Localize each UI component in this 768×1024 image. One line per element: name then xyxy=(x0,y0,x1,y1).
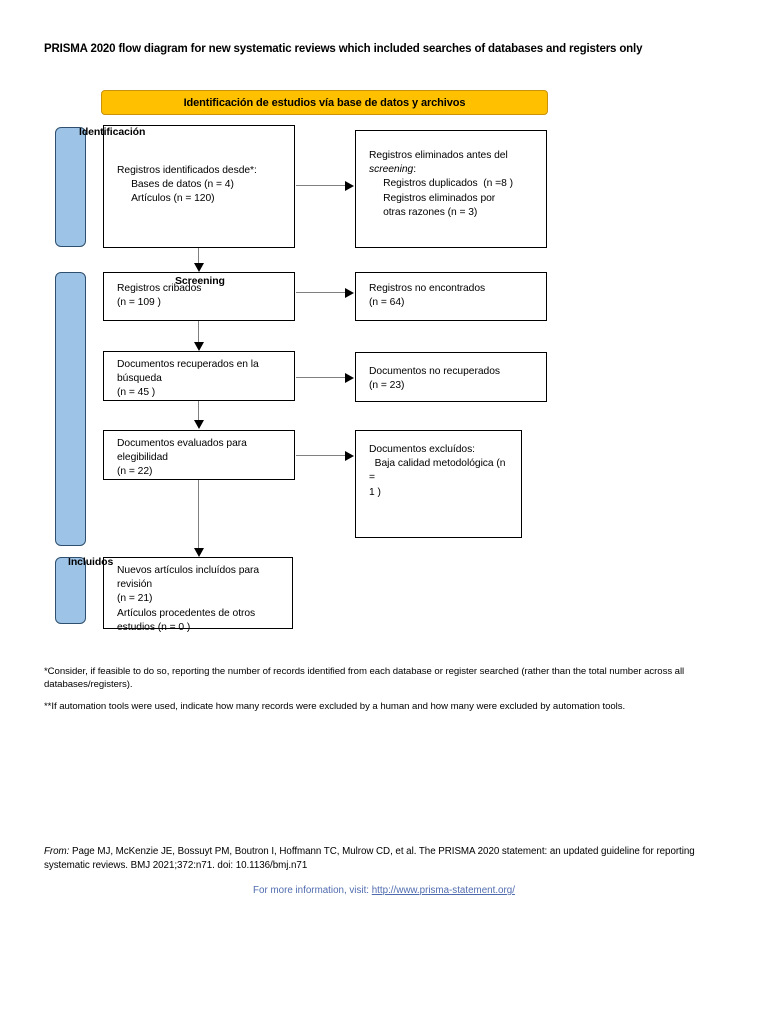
box-records-identified: Registros identificados desde*: Bases de… xyxy=(103,125,295,248)
arrowhead-eligible-to-excluded xyxy=(345,451,354,461)
box-documents-not-retrieved: Documentos no recuperados (n = 23) xyxy=(355,352,547,402)
removed-screening-italic: screening xyxy=(369,164,414,176)
connector-identified-to-screened xyxy=(198,248,200,265)
connector-screened-to-not-found xyxy=(296,292,346,294)
stage-bar-identification xyxy=(55,127,86,247)
box-documents-excluded-text: Documentos excluídos: Baja calidad metod… xyxy=(369,444,506,498)
removed-colon: : xyxy=(413,164,417,176)
box-records-screened-text: Registros cribados (n = 109 ) xyxy=(117,283,202,309)
arrowhead-eligible-to-included xyxy=(194,548,204,557)
connector-retrieved-to-not-retrieved xyxy=(296,377,346,379)
identification-banner: Identificación de estudios vía base de d… xyxy=(101,90,548,115)
citation-from-label: From: xyxy=(44,846,70,857)
box-new-studies-included: Nuevos artículos incluídos para revisión… xyxy=(103,557,293,633)
box-records-removed-text: Registros eliminados antes del screening:… xyxy=(369,149,537,220)
more-information-prefix: For more information, visit: xyxy=(253,885,372,896)
arrowhead-screened-to-retrieved xyxy=(194,342,204,351)
box-documents-assessed-eligibility: Documentos evaluados para elegibilidad (… xyxy=(103,430,295,480)
arrowhead-identified-to-screened xyxy=(194,263,204,272)
citation-text: Page MJ, McKenzie JE, Bossuyt PM, Boutro… xyxy=(44,846,695,871)
connector-screened-to-retrieved xyxy=(198,321,200,343)
arrowhead-screened-to-not-found xyxy=(345,288,354,298)
connector-retrieved-to-eligible xyxy=(198,401,200,422)
stage-bar-included xyxy=(55,557,86,624)
box-records-identified-text: Registros identificados desde*: Bases de… xyxy=(117,165,257,205)
footnote-double-asterisk: **If automation tools were used, indicat… xyxy=(44,701,626,712)
stage-label-identification: Identificación xyxy=(79,126,146,138)
arrowhead-identified-to-removed xyxy=(345,181,354,191)
box-records-removed-before-screening: Registros eliminados antes del screening:… xyxy=(355,130,547,248)
removed-line1: Registros eliminados antes del xyxy=(369,150,508,161)
citation: From: Page MJ, McKenzie JE, Bossuyt PM, … xyxy=(44,845,726,872)
page-title: PRISMA 2020 flow diagram for new systema… xyxy=(44,43,643,55)
box-records-screened: Registros cribados (n = 109 ) xyxy=(103,272,295,321)
footnote-single-asterisk: *Consider, if feasible to do so, reporti… xyxy=(44,666,685,691)
removed-rest: Registros duplicados (n =8 ) Registros e… xyxy=(383,178,513,218)
stage-label-screening: Screening xyxy=(175,275,225,287)
box-new-studies-included-text: Nuevos artículos incluídos para revisión… xyxy=(117,565,260,633)
arrowhead-retrieved-to-eligible xyxy=(194,420,204,429)
box-records-not-found-text: Registros no encontrados (n = 64) xyxy=(369,283,486,309)
prisma-statement-link[interactable]: http://www.prisma-statement.org/ xyxy=(371,885,515,896)
identification-banner-label: Identificación de estudios vía base de d… xyxy=(183,96,466,109)
box-documents-retrieved: Documentos recuperados en la búsqueda (n… xyxy=(103,351,295,401)
box-documents-excluded: Documentos excluídos: Baja calidad metod… xyxy=(355,430,522,538)
more-information-line: For more information, visit: http://www.… xyxy=(0,885,768,896)
connector-eligible-to-excluded xyxy=(296,455,346,457)
box-documents-assessed-eligibility-text: Documentos evaluados para elegibilidad (… xyxy=(117,438,247,478)
stage-bar-screening xyxy=(55,272,86,546)
connector-eligible-to-included xyxy=(198,480,200,550)
stage-label-included: Incluidos xyxy=(68,556,114,568)
box-records-not-found: Registros no encontrados (n = 64) xyxy=(355,272,547,321)
connector-identified-to-removed xyxy=(296,185,346,187)
box-documents-not-retrieved-text: Documentos no recuperados (n = 23) xyxy=(369,366,500,392)
box-documents-retrieved-text: Documentos recuperados en la búsqueda (n… xyxy=(117,359,259,399)
arrowhead-retrieved-to-not-retrieved xyxy=(345,373,354,383)
